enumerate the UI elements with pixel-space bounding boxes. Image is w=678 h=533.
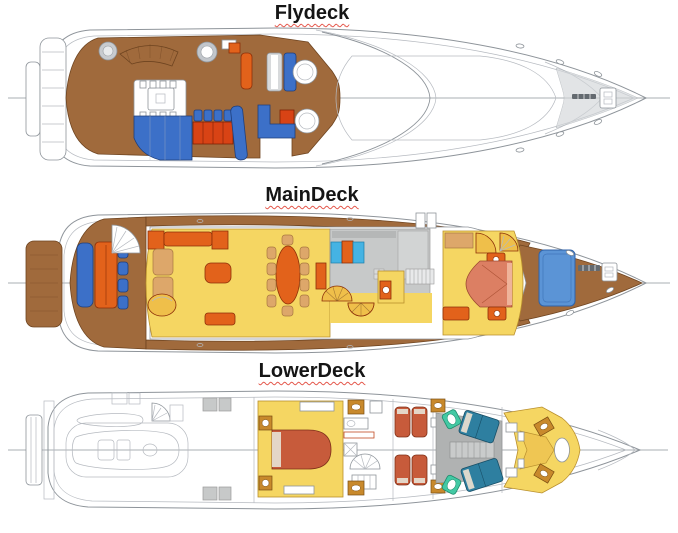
lowerdeck-plan [8, 390, 668, 510]
cleat [605, 286, 615, 294]
galley-counter [352, 241, 365, 264]
bow-console [599, 87, 617, 109]
tender-cradle [65, 422, 189, 478]
flydeck-cabinet [228, 42, 241, 54]
cleat [515, 147, 525, 153]
flydeck-round-table [98, 41, 118, 61]
dining-table [275, 245, 301, 305]
flydeck-curved-stair [119, 44, 179, 67]
maindeck-salon-furniture [147, 230, 236, 326]
cleat [593, 119, 603, 125]
flydeck-dinette [133, 79, 187, 121]
cleat [555, 131, 565, 137]
bar-stool [203, 109, 213, 122]
maindeck-owner-cabin [442, 230, 524, 336]
maindeck-swim-platform [25, 240, 63, 328]
crew-stairs [449, 441, 495, 459]
bow-sunpad [538, 249, 576, 307]
bar-stool [193, 109, 203, 122]
utility-box [202, 397, 218, 412]
flydeck-round-seat-2 [294, 108, 320, 134]
coffee-table [204, 262, 232, 284]
deck-chair [117, 261, 129, 276]
cleat [565, 250, 575, 256]
lowerdeck-vip-bathroom [343, 399, 383, 496]
vip-bed [271, 429, 332, 470]
maindeck-title-text: MainDeck [265, 184, 359, 206]
maindeck-plan [8, 212, 670, 354]
sofa-corner [211, 230, 229, 250]
bar-stool [213, 109, 223, 122]
galley-counter [341, 240, 354, 264]
shelf [343, 431, 375, 439]
maindeck-spiral-stair [321, 285, 375, 317]
cleat [515, 43, 525, 49]
lowerdeck-title-text: LowerDeck [258, 360, 366, 382]
twin-bed [394, 406, 411, 438]
cabin-bench [442, 306, 470, 321]
tender-outline [71, 430, 180, 470]
lowerdeck-bow-cabin [503, 406, 581, 494]
appliance [415, 212, 426, 229]
shower [369, 400, 383, 414]
cleat [565, 310, 575, 316]
lowerdeck-title: LowerDeck [0, 360, 624, 383]
armchair [152, 248, 174, 276]
twin-bed [411, 454, 428, 486]
utility-box [202, 486, 218, 501]
flydeck-round-seat [292, 59, 318, 85]
flydeck-wet-bar [192, 109, 234, 145]
flydeck-side-bench [230, 105, 248, 161]
twin-bed [411, 406, 428, 438]
cleat [593, 71, 603, 77]
deck-chair [117, 278, 129, 293]
flydeck-stern-platform [25, 37, 67, 161]
utility-box [218, 486, 232, 501]
maindeck-curved-stair [111, 224, 141, 254]
lowerdeck-vip-cabin [257, 400, 344, 498]
maindeck-dining-area [266, 234, 327, 317]
flydeck-loungers [240, 52, 297, 92]
galley-counter [330, 241, 343, 264]
flydeck-l-sofa [133, 115, 193, 161]
maindeck-title: MainDeck [0, 184, 624, 207]
maindeck-pantry [377, 270, 405, 304]
sideboard [315, 262, 327, 290]
bow-bed [519, 430, 555, 470]
sofa-corner [147, 230, 165, 250]
salon-sofa [163, 231, 213, 247]
lowerdeck-twin-cabins [394, 398, 446, 494]
flydeck-bow-deck [515, 43, 639, 153]
bow-console [601, 262, 618, 282]
dinghy-outline [76, 413, 144, 427]
flydeck-plan [8, 27, 670, 169]
flydeck-corner-sofa [257, 104, 296, 139]
maindeck-bow [538, 249, 618, 316]
utility-box [218, 397, 232, 412]
spiral-stair [349, 453, 381, 470]
sink-counter [343, 417, 369, 430]
lowerdeck-crew-quarters [435, 409, 504, 495]
bathtub [554, 437, 570, 463]
twin-bed [394, 454, 411, 486]
deck-chair [117, 295, 129, 310]
maindeck-stairs-down [405, 268, 435, 285]
cabin-stair [499, 232, 519, 252]
appliance [426, 212, 437, 229]
salon-bench [204, 312, 236, 326]
cabin-bench [283, 485, 315, 495]
dresser [444, 232, 474, 249]
cleat [555, 59, 565, 65]
flydeck-title: Flydeck [0, 2, 624, 25]
flydeck-title-text: Flydeck [274, 2, 350, 24]
dresser [299, 401, 335, 412]
chaise [147, 293, 177, 317]
lowerdeck-engine-room [65, 392, 232, 501]
owner-bed [465, 260, 513, 308]
